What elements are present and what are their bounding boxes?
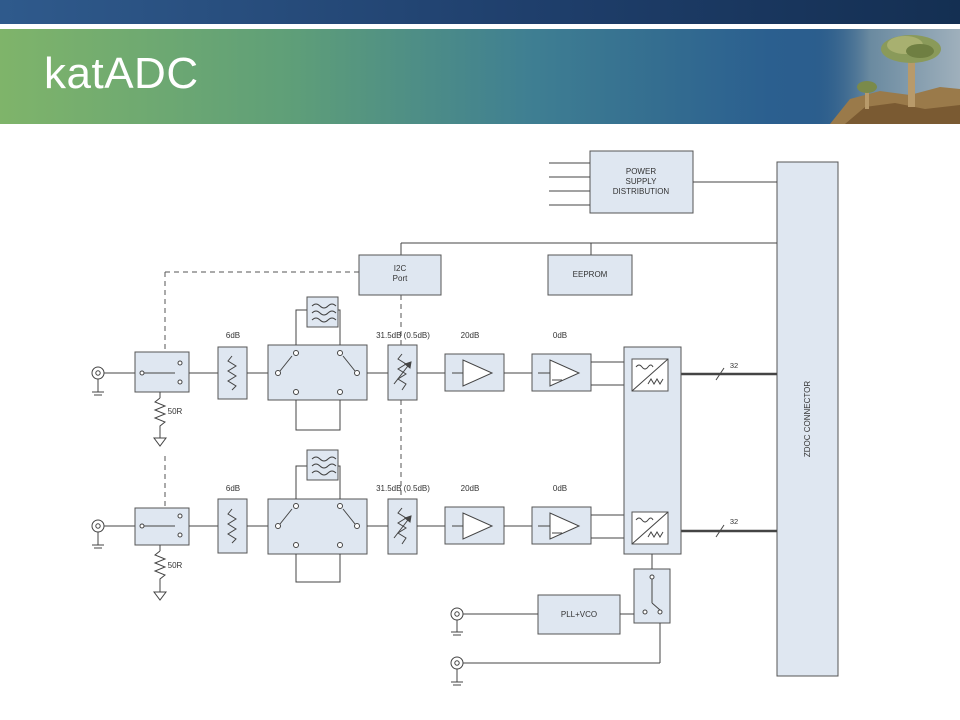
ch2-atten2-label: 31.5dB (0.5dB) [376, 484, 430, 493]
eeprom-box [547, 254, 633, 296]
top-bar [0, 0, 960, 24]
ch2-resistor-label: 50R [168, 561, 183, 570]
i2c-port-box [358, 254, 442, 296]
power-supply-label-3: DISTRIBUTION [613, 187, 670, 196]
ch1-bus-width: 32 [730, 361, 738, 370]
power-supply-box [589, 150, 694, 214]
zdoc-connector [776, 161, 839, 677]
power-supply-label-2: SUPPLY [626, 177, 658, 186]
zdoc-label: ZDOC CONNECTOR [803, 381, 812, 458]
i2c-label-1: I2C [394, 264, 407, 273]
ch1-resistor-label: 50R [168, 407, 183, 416]
ch2-atten1-label: 6dB [226, 484, 240, 493]
ch2-amp1-label: 20dB [461, 484, 480, 493]
ch1-amp1-label: 20dB [461, 331, 480, 340]
ch1-atten2-label: 31.5dB (0.5dB) [376, 331, 430, 340]
eeprom-label: EEPROM [573, 270, 608, 279]
ch1-atten1-label: 6dB [226, 331, 240, 340]
slide-title: katADC [44, 49, 199, 98]
ch1-amp2-label: 0dB [553, 331, 567, 340]
power-supply-label-1: POWER [626, 167, 656, 176]
quiver-tree-logo [810, 29, 960, 124]
pll-vco-label: PLL+VCO [561, 610, 597, 619]
ch2-bus-width: 32 [730, 517, 738, 526]
title-banner [0, 29, 960, 124]
ch2-amp2-label: 0dB [553, 484, 567, 493]
i2c-label-2: Port [393, 274, 408, 283]
